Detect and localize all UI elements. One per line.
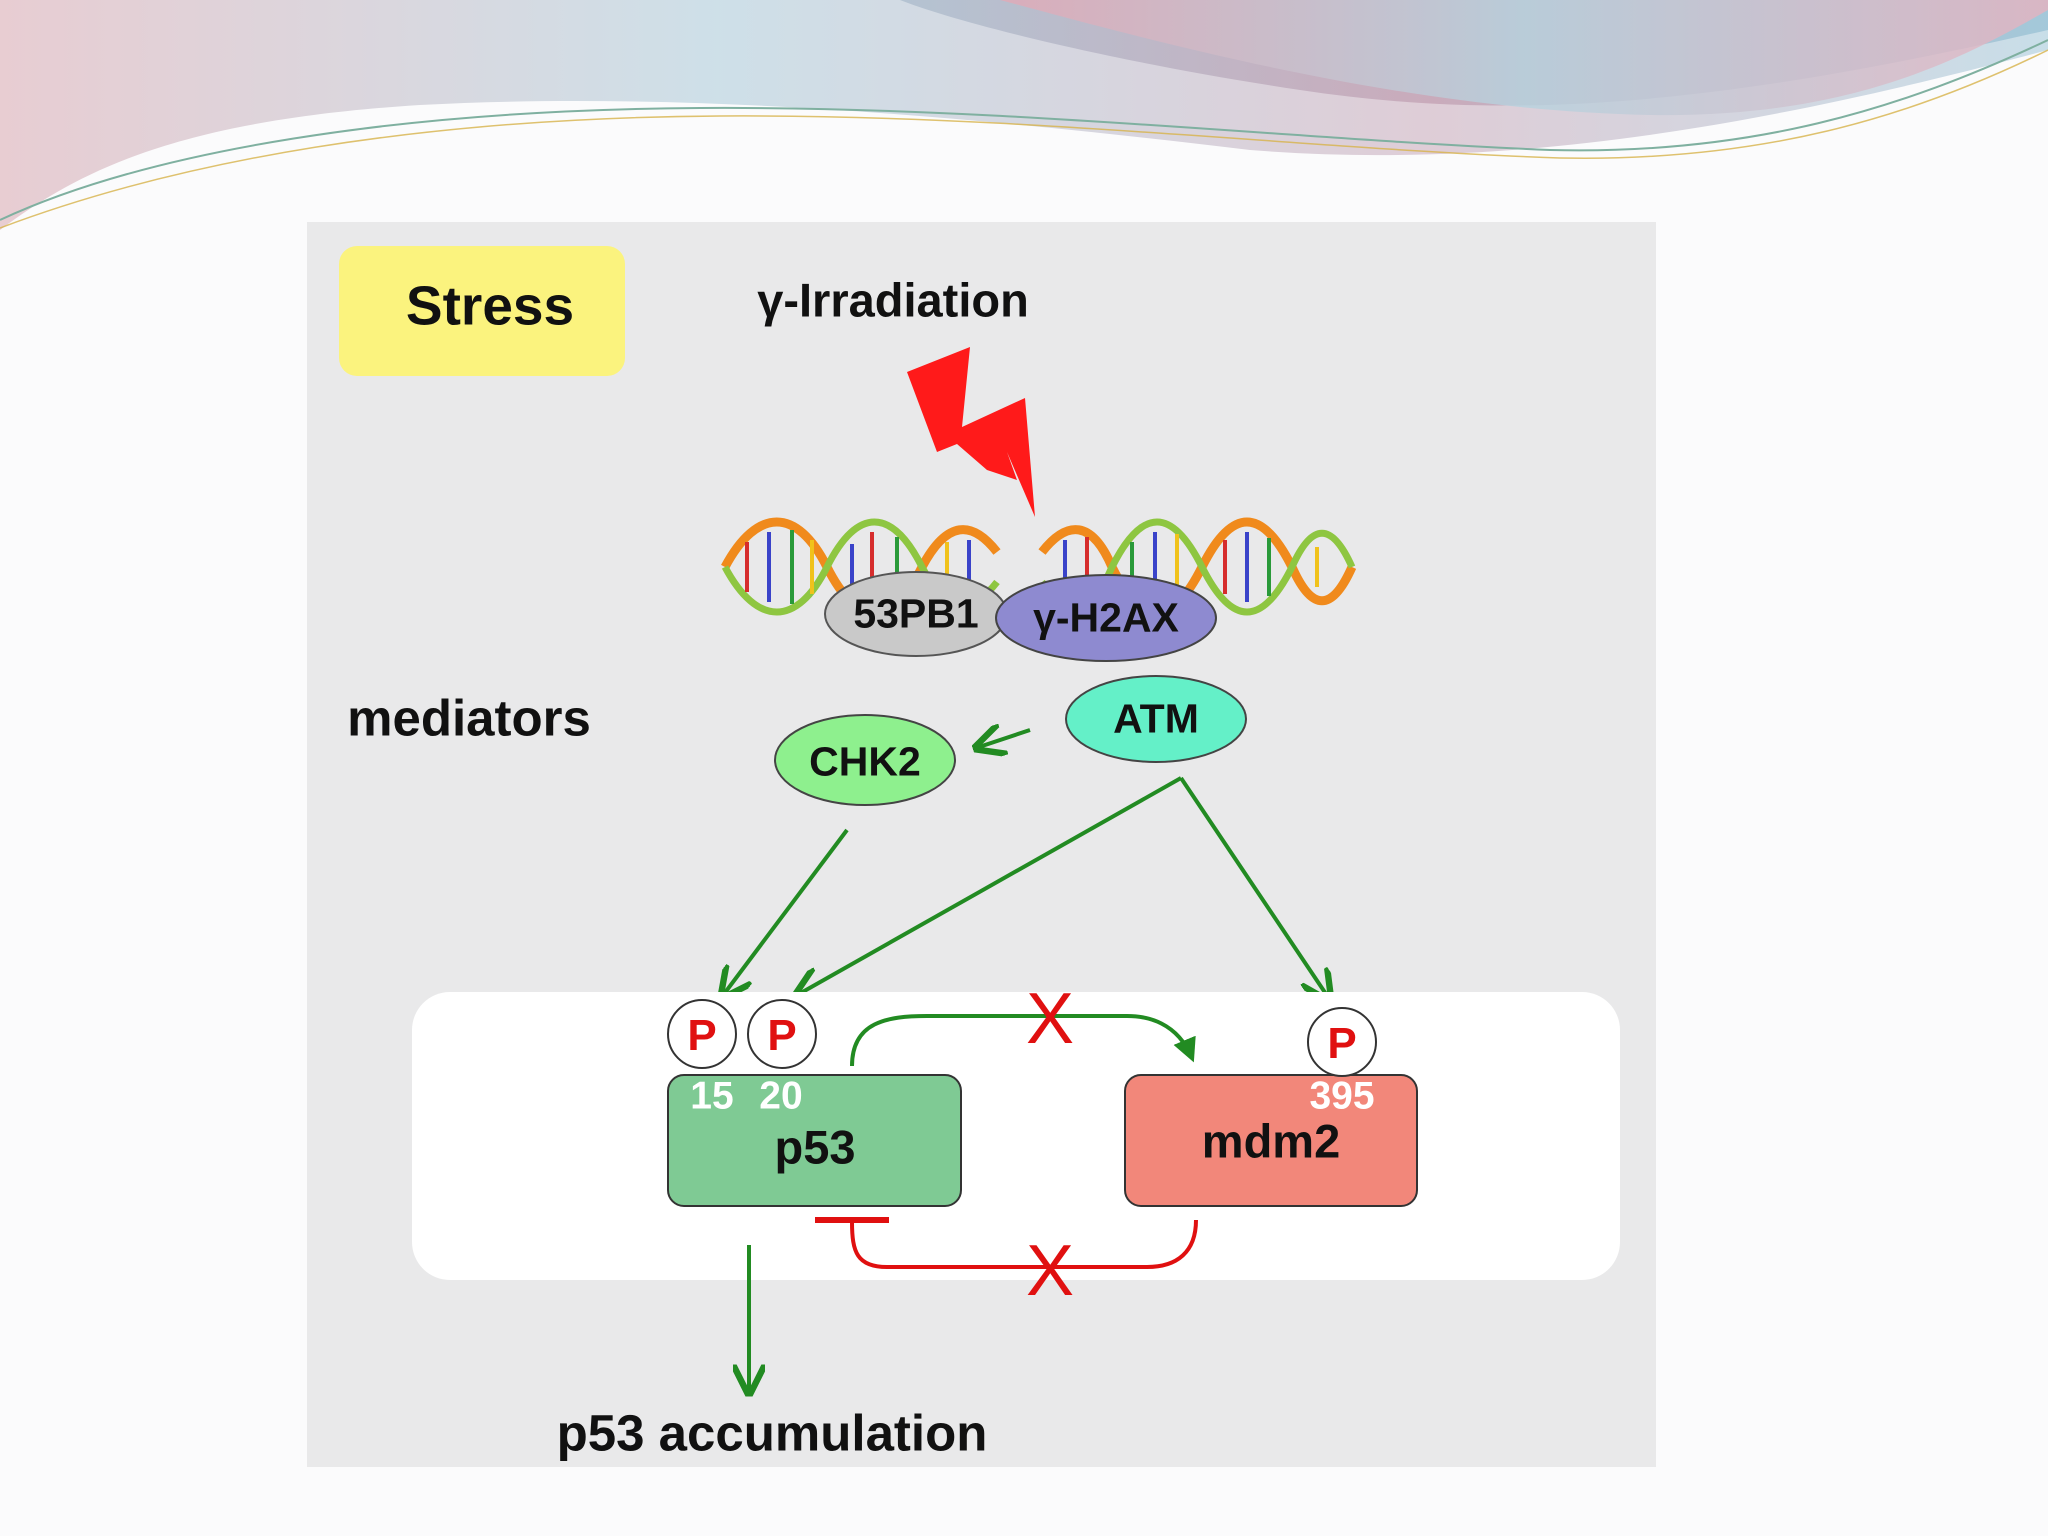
p53-label: p53 [774,1120,856,1174]
mdm2-label: mdm2 [1201,1114,1341,1168]
atm-label: ATM [1113,695,1199,742]
outcome-label: p53 accumulation [556,1404,988,1462]
phosphate-icon [667,999,737,1069]
mediators-label: mediators [347,689,591,747]
phosphate-label: P [1327,1019,1357,1068]
atm-to-p53-arrow [799,776,1182,994]
h2ax-label: γ-H2AX [1033,594,1179,641]
inhibition-blocked-mark: X [1025,1231,1075,1311]
activation-blocked-mark: X [1025,979,1075,1059]
p53-to-mdm2-arrow [850,1014,1196,1067]
site-15-label: 15 [690,1074,734,1118]
phosphate-label: P [687,1011,717,1060]
lightning-bolt-icon [907,347,1035,517]
stress-label: Stress [405,274,575,337]
phosphate-label: P [767,1011,797,1060]
chk2-label: CHK2 [809,738,921,785]
stress-box [339,246,625,376]
mdm2-inhibits-p53-line [850,1219,1198,1269]
pathway-diagram [339,246,1620,1467]
atm-to-mdm2-arrow [1179,776,1328,997]
atm-node [1065,675,1247,763]
cell-panel [412,992,1620,1280]
chk2-to-p53-arrow [724,828,849,994]
h2ax-node [995,574,1217,662]
trigger-label: γ-Irradiation [757,273,1029,327]
atm-to-chk2-arrow [979,730,1031,747]
site-20-label: 20 [759,1074,803,1118]
phosphate-icon [747,999,817,1069]
mdm2-box [1124,1074,1418,1207]
site-395-label: 395 [1309,1074,1375,1118]
chk2-node [774,714,956,806]
p53-box [667,1074,962,1207]
pathway-figure: Stress γ-Irradiation mediators 53PB1 γ-H… [307,222,1656,1467]
slide-banner [0,0,2048,230]
phosphate-icon [1307,1007,1377,1077]
pb1-label: 53PB1 [853,590,979,637]
